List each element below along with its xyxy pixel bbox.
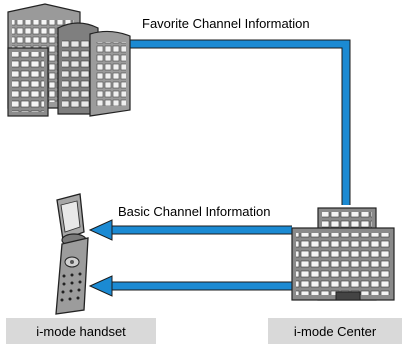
content-provider-buildings-icon	[7, 3, 131, 117]
basic-channel-arrow-lower	[88, 275, 292, 297]
imode-center-building-icon	[291, 207, 395, 301]
handset-caption: i-mode handset	[6, 318, 156, 344]
favorite-channel-connector	[128, 39, 351, 205]
favorite-channel-label: Favorite Channel Information	[142, 16, 310, 31]
imode-handset-icon	[55, 193, 89, 315]
basic-channel-arrow-upper	[88, 219, 292, 241]
basic-channel-label: Basic Channel Information	[118, 204, 271, 219]
center-caption: i-mode Center	[268, 318, 402, 344]
